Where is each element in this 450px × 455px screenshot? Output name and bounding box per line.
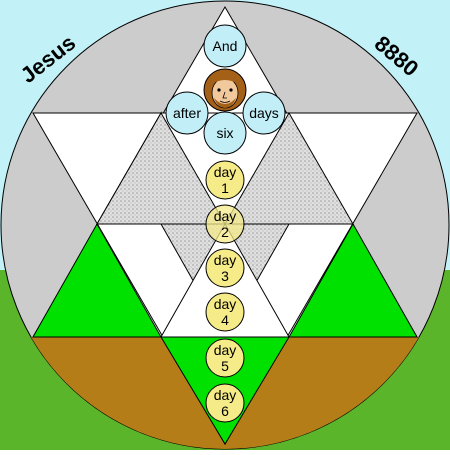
day-bubble-4: day 4 — [205, 292, 245, 332]
day-number-5: 5 — [221, 358, 229, 374]
bubble-after — [165, 91, 209, 135]
word-and: And — [213, 38, 238, 54]
day-number-1: 1 — [221, 180, 229, 196]
word-after: after — [173, 105, 201, 121]
day-word-3: day — [214, 252, 237, 268]
day-bubble-2: day 2 — [205, 204, 245, 244]
day-number-6: 6 — [221, 403, 229, 419]
bubble-and — [203, 24, 247, 68]
day-number-2: 2 — [221, 224, 229, 240]
day-word-2: day — [214, 208, 237, 224]
day-bubble-1: day 1 — [205, 160, 245, 200]
jesus-face-icon — [203, 68, 247, 112]
word-days: days — [249, 105, 279, 121]
day-word-1: day — [214, 164, 237, 180]
day-word-5: day — [214, 342, 237, 358]
word-six: six — [216, 125, 233, 141]
day-number-3: 3 — [221, 268, 229, 284]
day-number-4: 4 — [221, 312, 229, 328]
day-bubble-6: day 6 — [205, 383, 245, 423]
bubble-six — [203, 111, 247, 155]
day-word-6: day — [214, 387, 237, 403]
day-bubble-3: day 3 — [205, 248, 245, 288]
day-bubble-5: day 5 — [205, 338, 245, 378]
bubble-days — [242, 91, 286, 135]
day-word-4: day — [214, 296, 237, 312]
